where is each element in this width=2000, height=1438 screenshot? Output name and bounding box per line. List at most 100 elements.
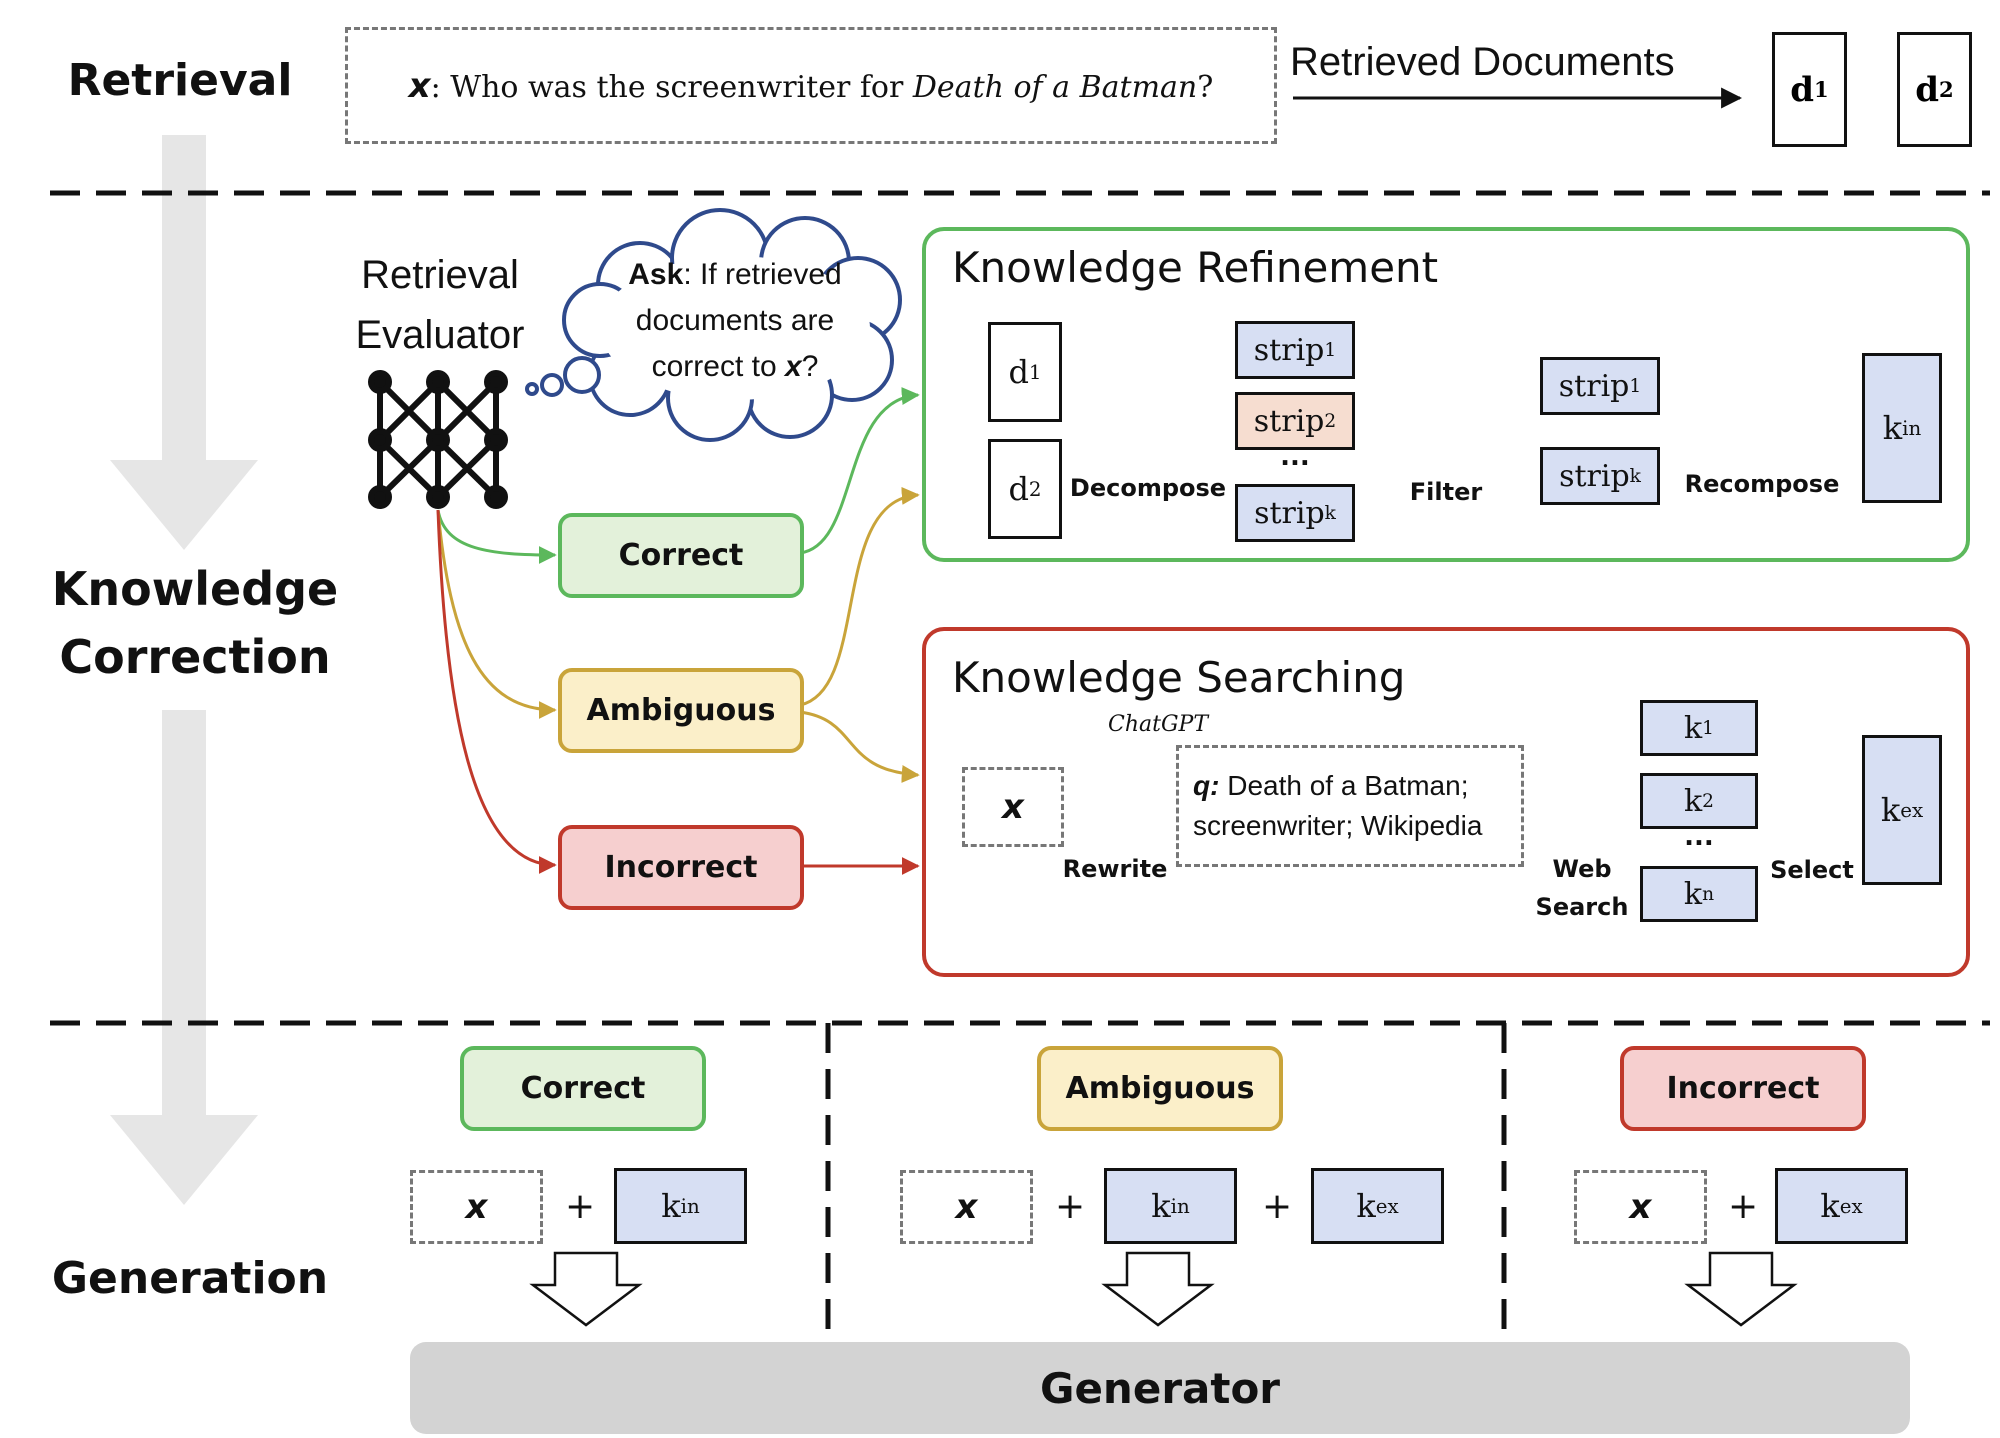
strip-index: 1 <box>1629 375 1642 397</box>
k-index: n <box>1702 883 1715 905</box>
q-line-1: Death of a Batman; <box>1227 770 1469 801</box>
action-label: Incorrect <box>604 850 758 885</box>
strip-word: strip <box>1253 332 1325 368</box>
action-incorrect: Incorrect <box>558 825 804 910</box>
strips-ellipsis: ... <box>1280 442 1310 472</box>
doc-index: 2 <box>1028 477 1042 501</box>
generator-label: Generator <box>1039 1363 1281 1413</box>
query-x-symbol: x <box>408 65 431 106</box>
gen-incorrect-x: x <box>1574 1170 1707 1244</box>
correct-to-refinement <box>799 387 920 555</box>
strip-word: strip <box>1254 495 1325 531</box>
k-index: in <box>1170 1194 1190 1218</box>
ambiguous-route <box>436 509 557 719</box>
generator-bar: Generator <box>410 1342 1910 1434</box>
k-letter: k <box>1683 710 1703 746</box>
query-box: x: Who was the screenwriter for Death of… <box>345 27 1277 144</box>
stage-label-knowledge-correction: Knowledge Correction <box>40 555 350 691</box>
filter-label: Filter <box>1409 478 1483 506</box>
x-symbol: x <box>1002 787 1024 827</box>
action-label: Ambiguous <box>586 693 776 728</box>
strip-index: 2 <box>1324 410 1337 432</box>
thought-line-3: correct to <box>651 350 785 383</box>
q-label: q: <box>1193 770 1220 801</box>
select-label: Select <box>1770 856 1854 884</box>
doc-index: 1 <box>1814 77 1829 102</box>
incorrect-route <box>436 509 557 874</box>
k-index: 2 <box>1702 790 1715 812</box>
doc-letter: d <box>1790 69 1815 110</box>
x-symbol: x <box>465 1187 488 1227</box>
thought-line-1: : If retrieved <box>683 258 842 291</box>
stage-label-knowledge: Knowledge <box>51 562 339 616</box>
thought-text: Ask: If retrieved documents are correct … <box>600 252 870 390</box>
web-search-line-2: Search <box>1535 893 1629 921</box>
recompose-label: Recompose <box>1684 470 1840 498</box>
k-index: in <box>1902 416 1922 440</box>
ambiguous-to-searching <box>799 710 920 783</box>
evaluator-line-2: Evaluator <box>355 313 525 357</box>
k-letter: k <box>1356 1187 1376 1225</box>
k-index: ex <box>1839 1194 1863 1218</box>
strip-index: k <box>1324 502 1336 524</box>
action-correct: Correct <box>558 513 804 598</box>
results-ellipsis: ... <box>1684 822 1714 852</box>
retrieval-evaluator-label: Retrieval Evaluator <box>330 245 550 365</box>
down-hollow-arrow-icon <box>529 1251 1798 1327</box>
doc-index: 1 <box>1028 360 1042 384</box>
k-index: ex <box>1375 1194 1399 1218</box>
column-label: Incorrect <box>1666 1071 1820 1106</box>
strip-word: strip <box>1559 458 1630 494</box>
ambiguous-to-refinement <box>799 486 920 707</box>
action-ambiguous: Ambiguous <box>558 668 804 753</box>
thought-ask: Ask <box>628 258 684 291</box>
k-letter: k <box>1882 409 1903 447</box>
q-line-2: screenwriter; Wikipedia <box>1193 810 1483 841</box>
x-symbol: x <box>955 1187 978 1227</box>
knowledge-refinement-title: Knowledge Refinement <box>952 243 1439 292</box>
thought-line-3-suffix: ? <box>801 350 819 383</box>
rewritten-query-box: q: Death of a Batman; screenwriter; Wiki… <box>1176 745 1524 867</box>
doc-letter: d <box>1008 353 1029 391</box>
doc-letter: d <box>1915 69 1940 110</box>
generation-correct-label: Correct <box>460 1046 706 1131</box>
plus-sign: + <box>1262 1186 1293 1227</box>
generation-incorrect-label: Incorrect <box>1620 1046 1866 1131</box>
doc-index: 2 <box>1939 77 1954 102</box>
web-search-line-1: Web <box>1552 855 1612 883</box>
query-text-suffix: ? <box>1197 69 1214 105</box>
k-index: in <box>680 1194 700 1218</box>
strip-index: k <box>1629 465 1641 487</box>
search-input-x: x <box>962 767 1064 847</box>
strip-index: 1 <box>1324 339 1337 361</box>
x-symbol: x <box>1629 1187 1652 1227</box>
strip-word: strip <box>1253 403 1325 439</box>
query-title: Death of a Batman <box>912 69 1198 105</box>
strip-word: strip <box>1558 368 1630 404</box>
plus-sign: + <box>565 1186 596 1227</box>
k-letter: k <box>1683 783 1703 819</box>
thought-line-2: documents are <box>635 304 835 337</box>
stage-label-generation: Generation <box>51 1253 329 1304</box>
knowledge-searching-title: Knowledge Searching <box>952 653 1406 702</box>
k-letter: k <box>1820 1187 1840 1225</box>
doc-letter: d <box>1008 470 1029 508</box>
plus-sign: + <box>1728 1186 1759 1227</box>
rewrite-label: Rewrite <box>1062 855 1168 883</box>
